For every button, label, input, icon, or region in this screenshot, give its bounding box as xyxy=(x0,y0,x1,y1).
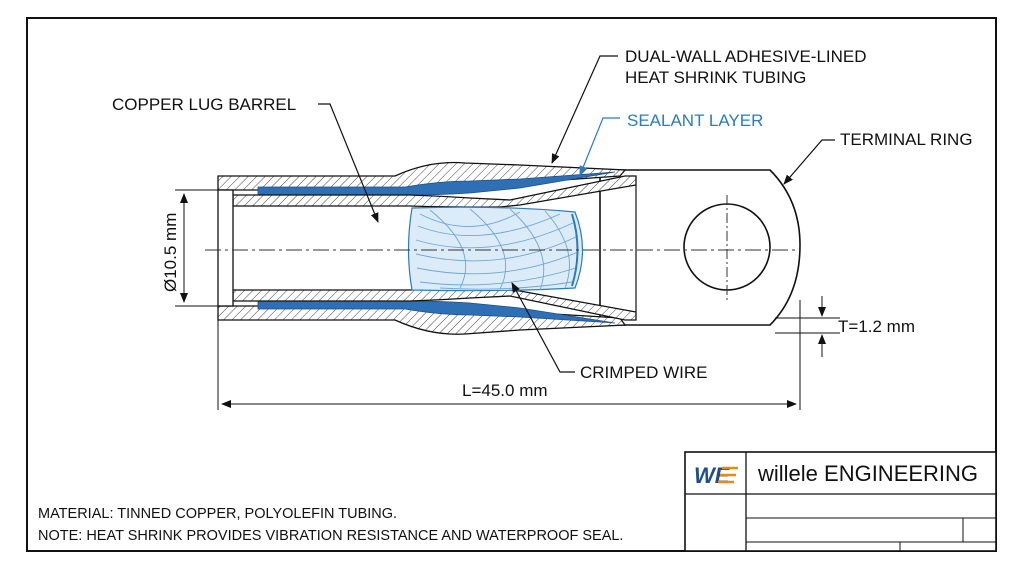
label-barrel: COPPER LUG BARREL xyxy=(112,95,296,114)
callout-heat-shrink: DUAL-WALL ADHESIVE-LINED HEAT SHRINK TUB… xyxy=(551,47,867,164)
material-note: MATERIAL: TINNED COPPER, POLYOLEFIN TUBI… xyxy=(38,506,397,522)
diameter-label: Ø10.5 mm xyxy=(161,213,180,292)
drawing-border xyxy=(26,17,997,552)
company-logo: WE xyxy=(693,461,739,488)
thickness-label: T=1.2 mm xyxy=(838,317,915,336)
length-label: L=45.0 mm xyxy=(462,381,548,400)
barrel-open-end xyxy=(217,189,234,307)
callout-ring: TERMINAL RING xyxy=(783,130,973,185)
callout-barrel: COPPER LUG BARREL xyxy=(112,95,379,223)
lug-assembly xyxy=(217,161,801,335)
label-ring: TERMINAL RING xyxy=(840,130,973,149)
diameter-dimension: Ø10.5 mm xyxy=(161,189,218,307)
company-name: willele ENGINEERING xyxy=(757,461,978,486)
barrel-wall-top xyxy=(232,175,637,208)
crimped-wire xyxy=(407,206,584,292)
general-note: NOTE: HEAT SHRINK PROVIDES VIBRATION RES… xyxy=(38,528,623,544)
title-block: WE willele ENGINEERING xyxy=(684,451,997,552)
label-sealant: SEALANT LAYER xyxy=(627,111,763,130)
thickness-dimension: T=1.2 mm xyxy=(775,296,915,357)
callout-wire: CRIMPED WIRE xyxy=(511,282,708,382)
callout-sealant: SEALANT LAYER xyxy=(579,111,763,176)
label-heat-shrink-line2: HEAT SHRINK TUBING xyxy=(625,68,806,87)
length-dimension: L=45.0 mm xyxy=(217,300,801,410)
label-heat-shrink-line1: DUAL-WALL ADHESIVE-LINED xyxy=(625,47,867,66)
label-wire: CRIMPED WIRE xyxy=(580,363,708,382)
